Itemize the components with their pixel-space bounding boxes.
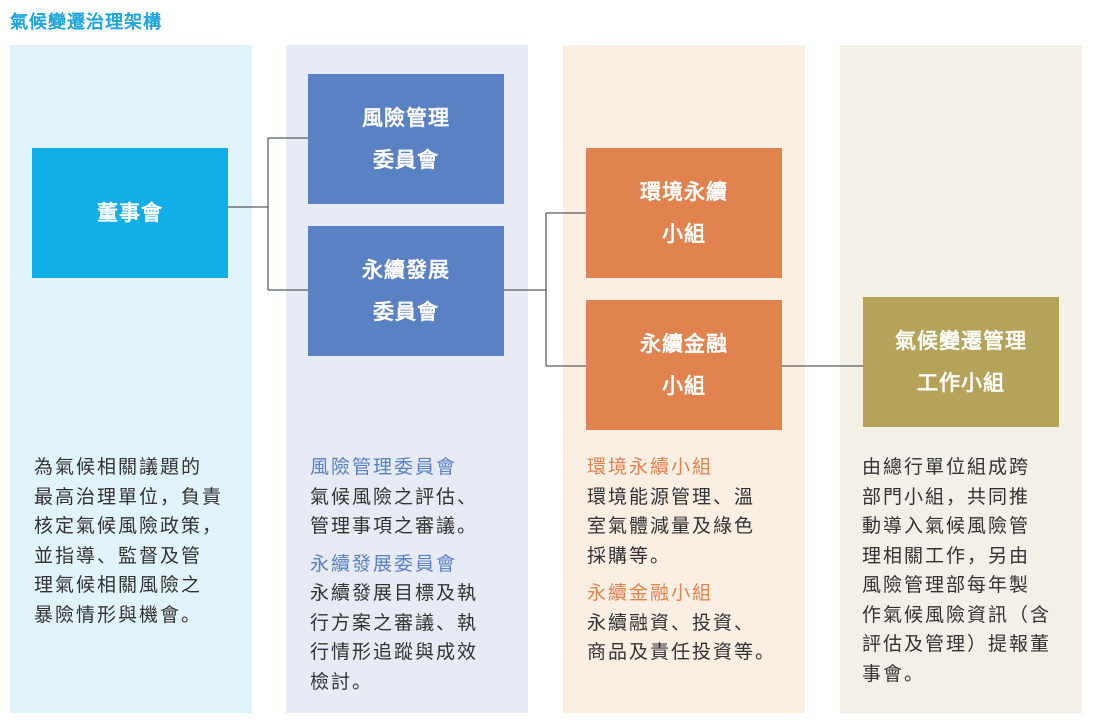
risk-committee-label-1: 風險管理 xyxy=(362,106,450,130)
board-desc-line: 核定氣候風險政策， xyxy=(34,515,224,537)
finance-group-desc-line: 商品及責任投資等。 xyxy=(587,641,777,663)
risk-committee-heading: 風險管理委員會 xyxy=(310,456,458,478)
board-desc-line: 理氣候相關風險之 xyxy=(34,574,203,596)
environment-group-heading: 環境永續小組 xyxy=(587,456,714,478)
climate-desc-line: 由總行單位組成跨 xyxy=(862,456,1031,478)
finance-group-desc-line: 永續融資、投資、 xyxy=(587,611,756,634)
sustainability-committee-desc-line: 行情形追蹤與成效 xyxy=(310,641,479,663)
sustainability-committee-desc-line: 行方案之審議、執 xyxy=(310,611,479,634)
committee-description: 風險管理委員會 氣候風險之評估、 管理事項之審議。 永續發展委員會 永續發展目標… xyxy=(310,453,515,697)
environment-group-desc-line: 採購等。 xyxy=(587,544,672,567)
climate-desc-line: 理相關工作，另由 xyxy=(862,544,1031,567)
board-desc-line: 最高治理單位，負責 xyxy=(34,485,224,508)
climate-group-box: 氣候變遷管理 工作小組 xyxy=(863,297,1059,427)
sustainability-committee-desc-line: 檢討。 xyxy=(310,670,374,693)
page-title: 氣候變遷治理架構 xyxy=(10,12,162,33)
environment-group-box: 環境永續 小組 xyxy=(586,148,782,278)
group-description: 環境永續小組 環境能源管理、溫 室氣體減量及綠色 採購等。 永續金融小組 永續融… xyxy=(587,453,792,668)
risk-committee-desc-line: 管理事項之審議。 xyxy=(310,515,479,537)
climate-desc-line: 事會。 xyxy=(862,662,926,685)
board-desc-line: 並指導、監督及管 xyxy=(34,544,203,567)
environment-group-desc-line: 室氣體減量及綠色 xyxy=(587,515,756,537)
sustainability-committee-desc-line: 永續發展目標及執 xyxy=(310,582,479,604)
climate-desc-line: 評估及管理）提報董 xyxy=(862,633,1052,655)
board-desc-line: 暴險情形與機會。 xyxy=(34,603,203,626)
board-box: 董事會 xyxy=(32,148,228,278)
board-desc-line: 為氣候相關議題的 xyxy=(34,456,203,478)
risk-committee-desc-line: 氣候風險之評估、 xyxy=(310,485,479,508)
finance-group-label-2: 小組 xyxy=(662,374,706,398)
environment-group-desc-line: 環境能源管理、溫 xyxy=(587,485,756,508)
finance-group-heading: 永續金融小組 xyxy=(587,582,714,604)
sustainability-committee-label-2: 委員會 xyxy=(373,300,439,324)
sustainability-committee-label-1: 永續發展 xyxy=(362,258,450,282)
climate-description: 由總行單位組成跨 部門小組，共同推 動導入氣候風險管 理相關工作，另由 風險管理… xyxy=(862,453,1067,689)
risk-committee-label-2: 委員會 xyxy=(373,148,439,172)
risk-committee-box: 風險管理 委員會 xyxy=(308,74,504,204)
environment-group-label-1: 環境永續 xyxy=(640,180,728,204)
board-description: 為氣候相關議題的 最高治理單位，負責 核定氣候風險政策， 並指導、監督及管 理氣… xyxy=(34,453,239,630)
sustainability-committee-heading: 永續發展委員會 xyxy=(310,552,458,575)
finance-group-box: 永續金融 小組 xyxy=(586,300,782,430)
climate-desc-line: 動導入氣候風險管 xyxy=(862,515,1031,537)
sustainability-committee-box: 永續發展 委員會 xyxy=(308,226,504,356)
climate-desc-line: 作氣候風險資訊（含 xyxy=(862,603,1052,626)
environment-group-label-2: 小組 xyxy=(662,222,706,246)
climate-group-label-1: 氣候變遷管理 xyxy=(895,329,1027,353)
climate-desc-line: 風險管理部每年製 xyxy=(862,574,1031,596)
finance-group-label-1: 永續金融 xyxy=(640,332,728,356)
board-label: 董事會 xyxy=(97,201,163,225)
climate-group-label-2: 工作小組 xyxy=(917,371,1005,395)
climate-desc-line: 部門小組，共同推 xyxy=(862,485,1031,508)
